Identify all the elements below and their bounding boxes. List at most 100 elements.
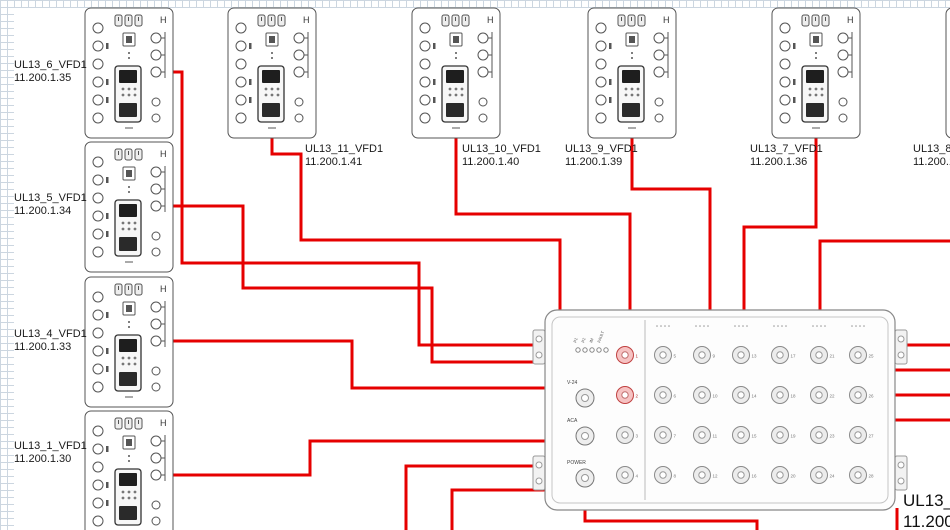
vfd-device[interactable]: H — [227, 7, 317, 139]
ethernet-cable[interactable] — [173, 70, 545, 347]
port-number: 15 — [752, 434, 758, 439]
device-label: UL13_4_VFD1 — [14, 328, 87, 340]
port-number: 26 — [869, 394, 875, 399]
ethernet-cable[interactable] — [450, 488, 545, 530]
status-led — [582, 347, 588, 353]
device-ip: 11.200.1.35 — [14, 72, 71, 84]
ethernet-cable[interactable] — [630, 134, 712, 312]
switch-port: 3 — [616, 426, 639, 444]
corner-mark: H — [160, 284, 167, 294]
port-number: 19 — [791, 434, 797, 439]
switch-port: 12 — [693, 466, 719, 484]
display-screen — [446, 70, 464, 83]
grid-ruler-left — [0, 0, 14, 530]
status-led — [596, 347, 602, 353]
device-label: UL13_1_VFD1 — [14, 440, 87, 452]
switch-port: 13 — [732, 346, 758, 364]
ethernet-cable[interactable] — [173, 439, 545, 477]
port-number: 5 — [674, 354, 677, 359]
port-number: 7 — [674, 434, 677, 439]
port-number: 4 — [636, 474, 639, 479]
switch-port: 19 — [771, 426, 797, 444]
vfd-device[interactable]: H — [84, 410, 174, 530]
port-number: 8 — [674, 474, 677, 479]
ethernet-cable[interactable] — [583, 508, 759, 530]
port-number: 16 — [752, 474, 758, 479]
port-number: 10 — [713, 394, 719, 399]
switch-label: UL13_ — [903, 491, 950, 510]
vfd-device[interactable]: H — [411, 7, 501, 139]
vfd-device[interactable]: H — [945, 7, 950, 139]
switch-port: 17 — [771, 346, 797, 364]
vfd-device[interactable]: H — [84, 276, 174, 408]
port-number: 12 — [713, 474, 719, 479]
ethernet-cable[interactable] — [173, 339, 545, 390]
port-number: 24 — [830, 474, 836, 479]
device-label: UL13_10_VFD1 — [462, 143, 541, 155]
switch-port: 14 — [732, 386, 758, 404]
display-screen — [119, 473, 137, 486]
led-label: P2 — [580, 336, 587, 343]
device-ip: 11.200.1.34 — [14, 205, 71, 217]
port-number: 21 — [830, 354, 836, 359]
device-label: UL13_11_VFD1 — [305, 143, 383, 155]
device-ip: 11.200.1.40 — [462, 156, 519, 168]
switch-port: 20 — [771, 466, 796, 484]
connector-label: ACA — [567, 418, 578, 424]
ethernet-cable[interactable] — [818, 239, 950, 312]
switch-port: 8 — [654, 466, 677, 484]
switch-port: 4 — [616, 466, 639, 484]
device-label: UL13_7_VFD1 — [750, 143, 823, 155]
display-screen — [119, 204, 137, 217]
vfd-device[interactable]: H — [587, 7, 677, 139]
ethernet-cable[interactable] — [454, 134, 632, 312]
ethernet-cable[interactable] — [173, 204, 545, 364]
switch-port: 24 — [810, 466, 836, 484]
ethernet-cable[interactable] — [742, 134, 818, 312]
device-ip: 11.200.1.30 — [14, 453, 71, 465]
port-number: 28 — [869, 474, 875, 479]
switch-port: 22 — [810, 386, 835, 404]
display-screen — [622, 70, 640, 83]
port-number: 18 — [791, 394, 797, 399]
switch-port: 15 — [732, 426, 758, 444]
device-ip: 11.200.1.36 — [750, 156, 807, 168]
status-led — [603, 347, 609, 353]
led-label: FAULT — [596, 330, 605, 344]
ethernet-cable[interactable] — [270, 134, 562, 312]
ethernet-cable[interactable] — [404, 464, 545, 530]
vfd-device[interactable]: H — [84, 141, 174, 273]
switch-ip: 11.200.1. — [903, 512, 950, 530]
port-number: 23 — [830, 434, 836, 439]
switch-port: 2 — [616, 386, 639, 404]
device-label: UL13_6_VFD1 — [14, 59, 87, 71]
port-number: 17 — [791, 354, 797, 359]
vfd-device[interactable]: H — [771, 7, 861, 139]
switch-port: 16 — [732, 466, 758, 484]
switch-port: 25 — [849, 346, 874, 364]
mounting-ear — [532, 455, 546, 491]
port-number: 14 — [752, 394, 758, 399]
vfd-device[interactable]: H — [84, 7, 174, 139]
corner-mark: H — [847, 15, 854, 25]
corner-mark: H — [303, 15, 310, 25]
port-number: 13 — [752, 354, 758, 359]
corner-mark: H — [160, 149, 167, 159]
mounting-ear — [532, 329, 546, 365]
switch-port: 26 — [849, 386, 875, 404]
connector-label: V-24 — [567, 380, 578, 386]
switch-port: 9 — [693, 346, 716, 364]
corner-mark: H — [663, 15, 670, 25]
corner-mark: H — [160, 15, 167, 25]
corner-mark: H — [160, 418, 167, 428]
port-number: 3 — [636, 434, 639, 439]
switch-port: 28 — [849, 466, 875, 484]
switch-port: 10 — [693, 386, 719, 404]
status-led — [575, 347, 581, 353]
switch-port: 21 — [810, 346, 836, 364]
device-label: UL13_9_VFD1 — [565, 143, 638, 155]
switch-port: 1 — [616, 346, 639, 364]
led-label: IM — [588, 337, 594, 343]
